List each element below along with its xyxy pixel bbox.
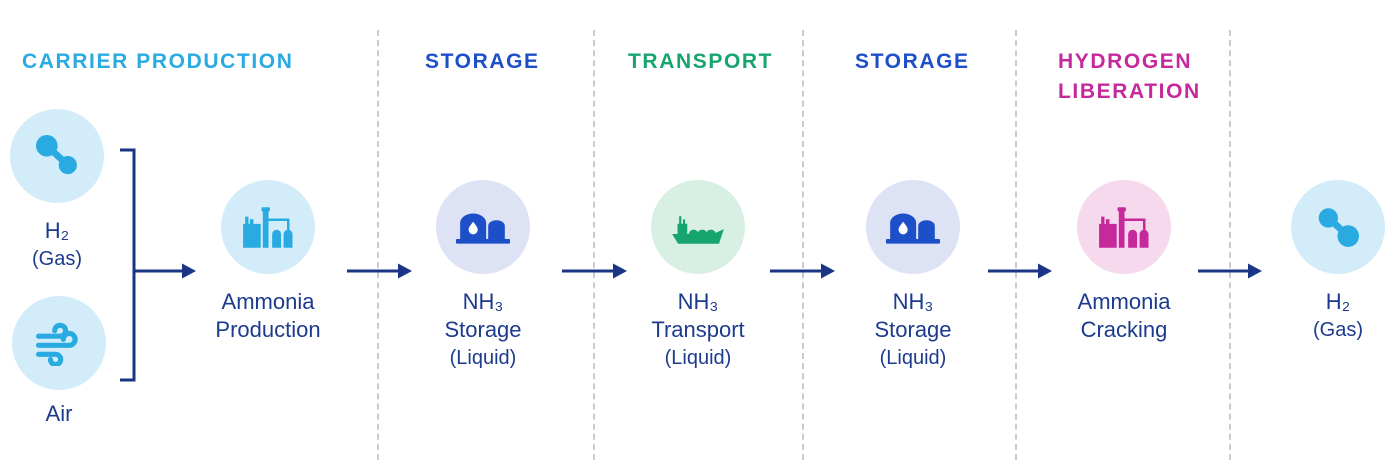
node-label: NH₃ Storage (Liquid) bbox=[828, 288, 998, 372]
node-h2-input: H₂ (Gas) bbox=[0, 109, 142, 273]
label-line: Air bbox=[45, 401, 73, 426]
node-nh3-storage-1: NH₃ Storage (Liquid) bbox=[398, 180, 568, 372]
label-line: (Liquid) bbox=[879, 347, 947, 369]
label-line: NH₃ bbox=[677, 289, 719, 314]
label-line: (Gas) bbox=[32, 248, 82, 270]
nh3-storage-circle bbox=[866, 180, 960, 274]
label-line: (Liquid) bbox=[449, 347, 517, 369]
factory-icon bbox=[243, 207, 293, 248]
storage-tank-icon bbox=[886, 213, 940, 244]
section-header-storage-2: STORAGE bbox=[855, 50, 970, 73]
node-label: H₂ (Gas) bbox=[1253, 288, 1400, 344]
h2-output-circle bbox=[1291, 180, 1385, 274]
node-air-input: Air bbox=[0, 296, 144, 428]
label-line: NH₃ bbox=[892, 289, 934, 314]
label-line: Ammonia bbox=[221, 289, 315, 314]
section-header-carrier-production: CARRIER PRODUCTION bbox=[22, 50, 294, 73]
wind-icon bbox=[35, 322, 78, 366]
nh3-storage-circle bbox=[436, 180, 530, 274]
section-header-storage-1: STORAGE bbox=[425, 50, 540, 73]
section-header-transport: TRANSPORT bbox=[628, 50, 774, 73]
label-line: (Gas) bbox=[1313, 319, 1363, 341]
nh3-transport-circle bbox=[651, 180, 745, 274]
air-input-circle bbox=[12, 296, 106, 390]
label-line: Storage bbox=[874, 317, 952, 342]
ammonia-cracking-circle bbox=[1077, 180, 1171, 274]
label-line: NH₃ bbox=[462, 289, 504, 314]
node-label: Ammonia Production bbox=[183, 288, 353, 344]
section-divider bbox=[802, 30, 804, 460]
section-divider bbox=[1015, 30, 1017, 460]
storage-tank-icon bbox=[456, 213, 510, 244]
label-line: (Liquid) bbox=[664, 347, 732, 369]
h2-input-circle bbox=[10, 109, 104, 203]
section-divider bbox=[593, 30, 595, 460]
node-label: NH₃ Transport (Liquid) bbox=[613, 288, 783, 372]
node-label: Ammonia Cracking bbox=[1039, 288, 1209, 344]
label-line: Storage bbox=[444, 317, 522, 342]
node-label: Air bbox=[0, 400, 144, 428]
section-divider bbox=[377, 30, 379, 460]
label-line: H₂ bbox=[1325, 289, 1351, 314]
ammonia-production-circle bbox=[221, 180, 315, 274]
molecule-icon bbox=[35, 134, 77, 175]
node-label: NH₃ Storage (Liquid) bbox=[398, 288, 568, 372]
molecule-icon bbox=[1318, 208, 1360, 247]
node-nh3-transport: NH₃ Transport (Liquid) bbox=[613, 180, 783, 372]
node-nh3-storage-2: NH₃ Storage (Liquid) bbox=[828, 180, 998, 372]
label-line: Transport bbox=[651, 317, 745, 342]
node-ammonia-cracking: Ammonia Cracking bbox=[1039, 180, 1209, 344]
factory-icon bbox=[1099, 207, 1149, 248]
node-ammonia-production: Ammonia Production bbox=[183, 180, 353, 344]
node-h2-output: H₂ (Gas) bbox=[1253, 180, 1400, 344]
ship-icon bbox=[672, 216, 724, 244]
section-header-hydrogen-liberation: HYDROGEN LIBERATION bbox=[1058, 50, 1201, 103]
label-line: Ammonia bbox=[1077, 289, 1171, 314]
label-line: H₂ bbox=[44, 218, 70, 243]
section-divider bbox=[1229, 30, 1231, 460]
label-line: Cracking bbox=[1080, 317, 1168, 342]
node-label: H₂ (Gas) bbox=[0, 217, 142, 273]
label-line: Production bbox=[215, 317, 321, 342]
